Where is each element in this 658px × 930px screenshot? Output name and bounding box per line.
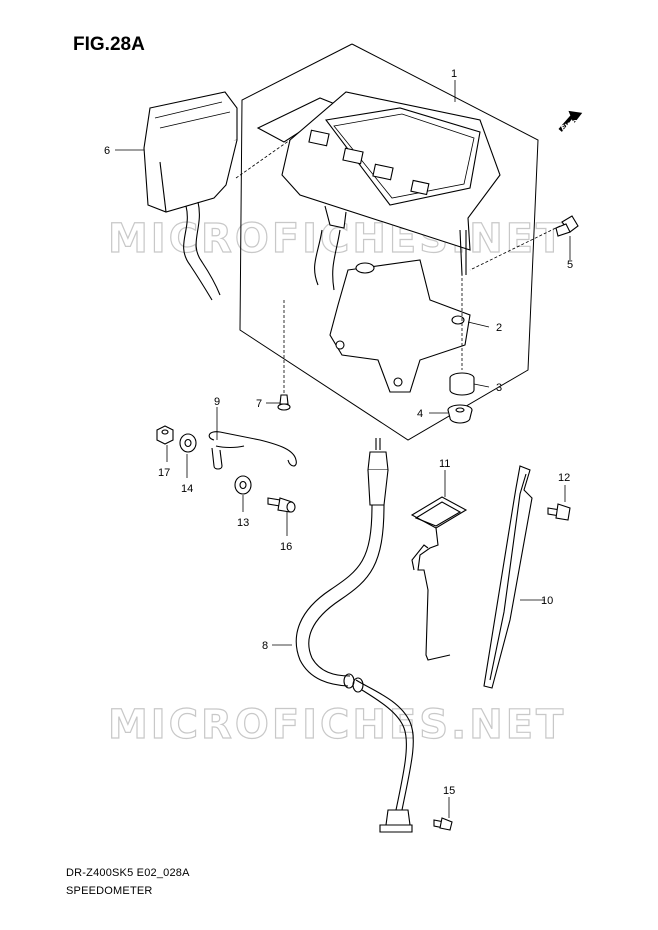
callout-5: 5 [567, 259, 573, 271]
assembly-frame [239, 43, 539, 441]
callout-14: 14 [181, 483, 193, 495]
callout-10: 10 [541, 595, 553, 607]
callout-1: 1 [451, 68, 457, 80]
model-code: DR-Z400SK5 E02_028A [66, 867, 190, 879]
bolt-part-15 [433, 817, 453, 831]
washer-part-14 [179, 433, 197, 453]
section-name: SPEEDOMETER [66, 885, 153, 897]
nut-part-17 [156, 425, 174, 445]
leader-lines [115, 80, 571, 818]
grommet-part [449, 372, 475, 396]
hose-strap-10 [483, 465, 533, 689]
cable-clamp-11 [410, 496, 468, 661]
callout-16: 16 [280, 541, 292, 553]
wire-clamp [208, 431, 297, 470]
watermark-bottom: MICROFICHES.NET [108, 702, 566, 748]
forward-arrow-icon: FWD [558, 110, 583, 133]
callout-3: 3 [496, 382, 502, 394]
screw-part-7 [277, 394, 291, 411]
bolt-part-5 [555, 215, 579, 237]
callout-labels: 1 2 3 4 5 6 7 8 9 10 11 12 13 14 15 16 1… [104, 68, 573, 797]
callout-4: 4 [417, 408, 423, 420]
socket-part [143, 91, 238, 301]
figure-title: FIG.28A [73, 34, 145, 55]
bolt-part-12 [547, 503, 571, 521]
mounting-bracket [329, 259, 471, 393]
callout-11: 11 [439, 458, 450, 470]
callout-13: 13 [237, 517, 249, 529]
callout-12: 12 [558, 472, 570, 484]
callout-8: 8 [262, 640, 268, 652]
speedometer-unit [256, 91, 501, 291]
bolt-part-16 [267, 497, 296, 513]
svg-text:FWD: FWD [560, 118, 580, 132]
speedometer-cable [295, 438, 414, 833]
callout-17: 17 [158, 467, 170, 479]
callout-6: 6 [104, 145, 110, 157]
callout-7: 7 [256, 398, 262, 410]
callout-2: 2 [496, 322, 502, 334]
washer-part-13 [234, 475, 252, 495]
callout-15: 15 [443, 785, 455, 797]
collar-part [447, 404, 473, 424]
callout-9: 9 [214, 396, 220, 408]
